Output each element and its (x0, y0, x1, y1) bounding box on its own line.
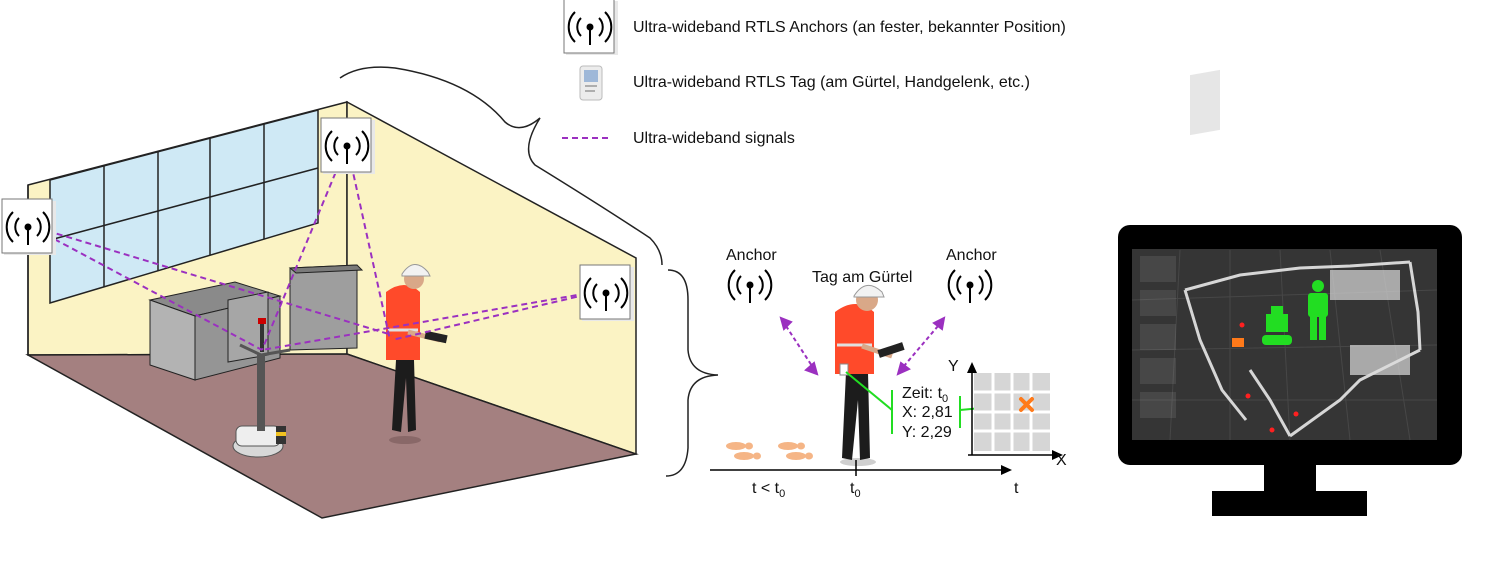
coordinate-grid: Y X (948, 358, 1067, 469)
tag-icon (579, 65, 603, 101)
legend-signal-item: Ultra-wideband signals (562, 130, 795, 147)
antenna-icon (727, 269, 773, 304)
uwb-signal-lines (27, 144, 607, 351)
signal-arrow-right (896, 316, 946, 376)
signal-arrow-left (779, 316, 819, 376)
y-reading: Y: 2,29 (902, 424, 952, 441)
robot-icon (1262, 306, 1292, 345)
legend-anchor-item: Ultra-wideband RTLS Anchors (an fester, … (564, 0, 1066, 55)
monitor-stand (1212, 491, 1367, 516)
axis-x-label: X (1056, 452, 1067, 469)
room-anchor-right (580, 265, 634, 321)
machine-right (288, 264, 364, 351)
person-icon (1308, 280, 1328, 340)
footprint-icon (726, 442, 813, 460)
detail-view: Anchor Anchor Tag am Gürtel (710, 247, 1067, 500)
screen-info-text (1140, 256, 1176, 418)
worker-room (386, 264, 448, 444)
room-anchor-top (321, 118, 375, 174)
antenna-icon (947, 269, 993, 304)
worker-detail (835, 285, 905, 466)
tag-icon (839, 363, 849, 376)
position-readout: Zeit: t0 X: 2,81 Y: 2,29 (902, 385, 953, 441)
monitor-icon (1118, 69, 1462, 516)
x-reading: X: 2,81 (902, 404, 953, 421)
time-label: Zeit: t0 (902, 385, 948, 405)
axis-y-label: Y (948, 358, 959, 375)
room-anchor-left (2, 199, 56, 255)
timeline-axis-label: t (1014, 480, 1019, 497)
legend-tag-item: Ultra-wideband RTLS Tag (am Gürtel, Hand… (579, 65, 1030, 101)
antenna-icon (564, 0, 618, 55)
anchor-right-label: Anchor (946, 247, 997, 264)
legend-signal-label: Ultra-wideband signals (633, 130, 795, 147)
brace-detail (665, 269, 719, 477)
anchor-left-label: Anchor (726, 247, 777, 264)
tag-caption: Tag am Gürtel (812, 269, 912, 286)
robot-icon (232, 318, 291, 458)
legend: Ultra-wideband RTLS Anchors (an fester, … (562, 0, 1066, 147)
point-cloud-view (1131, 69, 1438, 441)
timeline-now-label: t0 (850, 480, 861, 500)
room-scene (2, 100, 639, 519)
position-marker-icon (1019, 397, 1034, 412)
timeline: t < t0 t0 t (710, 460, 1019, 500)
window-frame (49, 124, 319, 287)
brace-top (339, 66, 663, 266)
legend-tag-label: Ultra-wideband RTLS Tag (am Gürtel, Hand… (633, 74, 1030, 91)
timeline-before-label: t < t0 (752, 480, 785, 500)
window (49, 109, 319, 305)
legend-anchor-label: Ultra-wideband RTLS Anchors (an fester, … (633, 19, 1066, 36)
